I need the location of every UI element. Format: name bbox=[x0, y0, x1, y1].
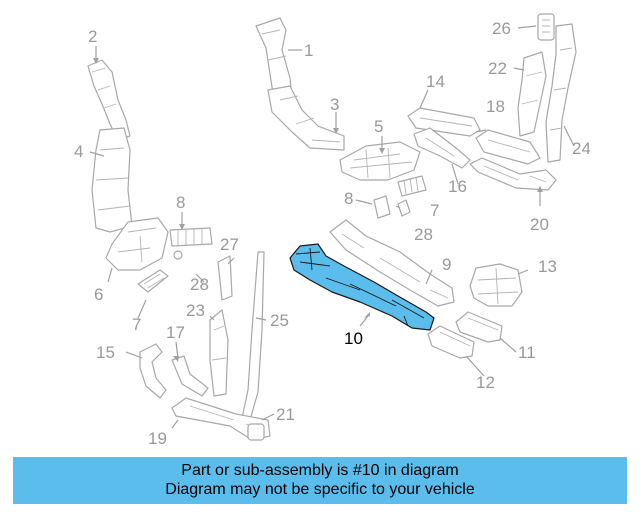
callout-3: 3 bbox=[330, 95, 339, 114]
callout-4: 4 bbox=[74, 142, 83, 161]
callout-18: 18 bbox=[486, 97, 505, 116]
callout-15: 15 bbox=[96, 343, 115, 362]
part-17-duct bbox=[171, 355, 209, 397]
callout-2: 2 bbox=[88, 27, 97, 46]
part-18-duct bbox=[475, 129, 541, 165]
callout-1: 1 bbox=[304, 41, 313, 60]
callout-14: 14 bbox=[426, 72, 445, 91]
callout-25: 25 bbox=[270, 311, 289, 330]
callout-28-center: 28 bbox=[414, 225, 433, 244]
part-24-duct bbox=[545, 23, 577, 163]
callout-16: 16 bbox=[448, 177, 467, 196]
leader-arrowheads bbox=[93, 58, 543, 362]
part-16-duct bbox=[413, 127, 471, 169]
part-3-duct bbox=[267, 85, 345, 151]
part-1-duct bbox=[255, 17, 293, 101]
callout-21: 21 bbox=[276, 405, 295, 424]
callout-20: 20 bbox=[530, 215, 549, 234]
callout-22: 22 bbox=[488, 59, 507, 78]
part-8-grille bbox=[169, 227, 213, 247]
part-5-housing bbox=[339, 141, 421, 181]
callout-9: 9 bbox=[442, 255, 451, 274]
part-25-pipe bbox=[241, 251, 265, 421]
banner-line-1: Part or sub-assembly is #10 in diagram bbox=[181, 462, 459, 479]
part-6-housing bbox=[105, 217, 169, 271]
part-2-duct bbox=[87, 59, 131, 141]
callout-23: 23 bbox=[186, 301, 205, 320]
callout-13: 13 bbox=[538, 257, 557, 276]
callout-8-left: 8 bbox=[176, 193, 185, 212]
callout-24: 24 bbox=[572, 139, 591, 158]
callout-12: 12 bbox=[476, 373, 495, 392]
banner-line-2: Diagram may not be specific to your vehi… bbox=[165, 481, 475, 498]
part-13-housing bbox=[469, 263, 523, 307]
leader-lines bbox=[89, 25, 575, 429]
part-9-duct bbox=[329, 219, 455, 307]
part-23-duct bbox=[209, 309, 229, 397]
callout-6: 6 bbox=[94, 285, 103, 304]
callout-28-left: 28 bbox=[190, 275, 209, 294]
part-8-bracket bbox=[373, 195, 391, 219]
part-7-vent-left bbox=[137, 269, 169, 293]
callout-17: 17 bbox=[166, 323, 185, 342]
callout-7-center: 7 bbox=[430, 201, 439, 220]
callout-11: 11 bbox=[518, 343, 536, 362]
part-7-grille bbox=[397, 175, 427, 197]
part-27-bracket bbox=[217, 255, 233, 301]
parts-diagram: 1 2 3 4 5 6 7 7 8 8 9 10 11 12 13 14 15 … bbox=[74, 13, 591, 448]
part-15-hose bbox=[139, 343, 167, 399]
callout-8-center: 8 bbox=[344, 189, 353, 208]
callout-7-left: 7 bbox=[132, 315, 141, 334]
part-21-outlet bbox=[247, 423, 265, 441]
part-11-duct bbox=[455, 311, 503, 343]
callout-10-highlighted: 10 bbox=[344, 329, 363, 348]
info-banner: Part or sub-assembly is #10 in diagram D… bbox=[13, 457, 627, 504]
part-20-duct bbox=[469, 157, 557, 191]
callout-19: 19 bbox=[148, 429, 167, 448]
callout-27: 27 bbox=[220, 235, 239, 254]
part-28-clip-left bbox=[173, 250, 183, 260]
part-10-highlighted-duct bbox=[289, 243, 435, 331]
callout-5: 5 bbox=[374, 117, 383, 136]
part-28-clip-center bbox=[397, 199, 411, 217]
part-22-duct bbox=[517, 51, 547, 137]
part-4-duct bbox=[91, 127, 133, 233]
part-12-duct bbox=[427, 325, 475, 359]
callout-labels: 1 2 3 4 5 6 7 7 8 8 9 10 11 12 13 14 15 … bbox=[74, 19, 591, 448]
part-26-grille bbox=[537, 13, 555, 41]
callout-26: 26 bbox=[492, 19, 511, 38]
